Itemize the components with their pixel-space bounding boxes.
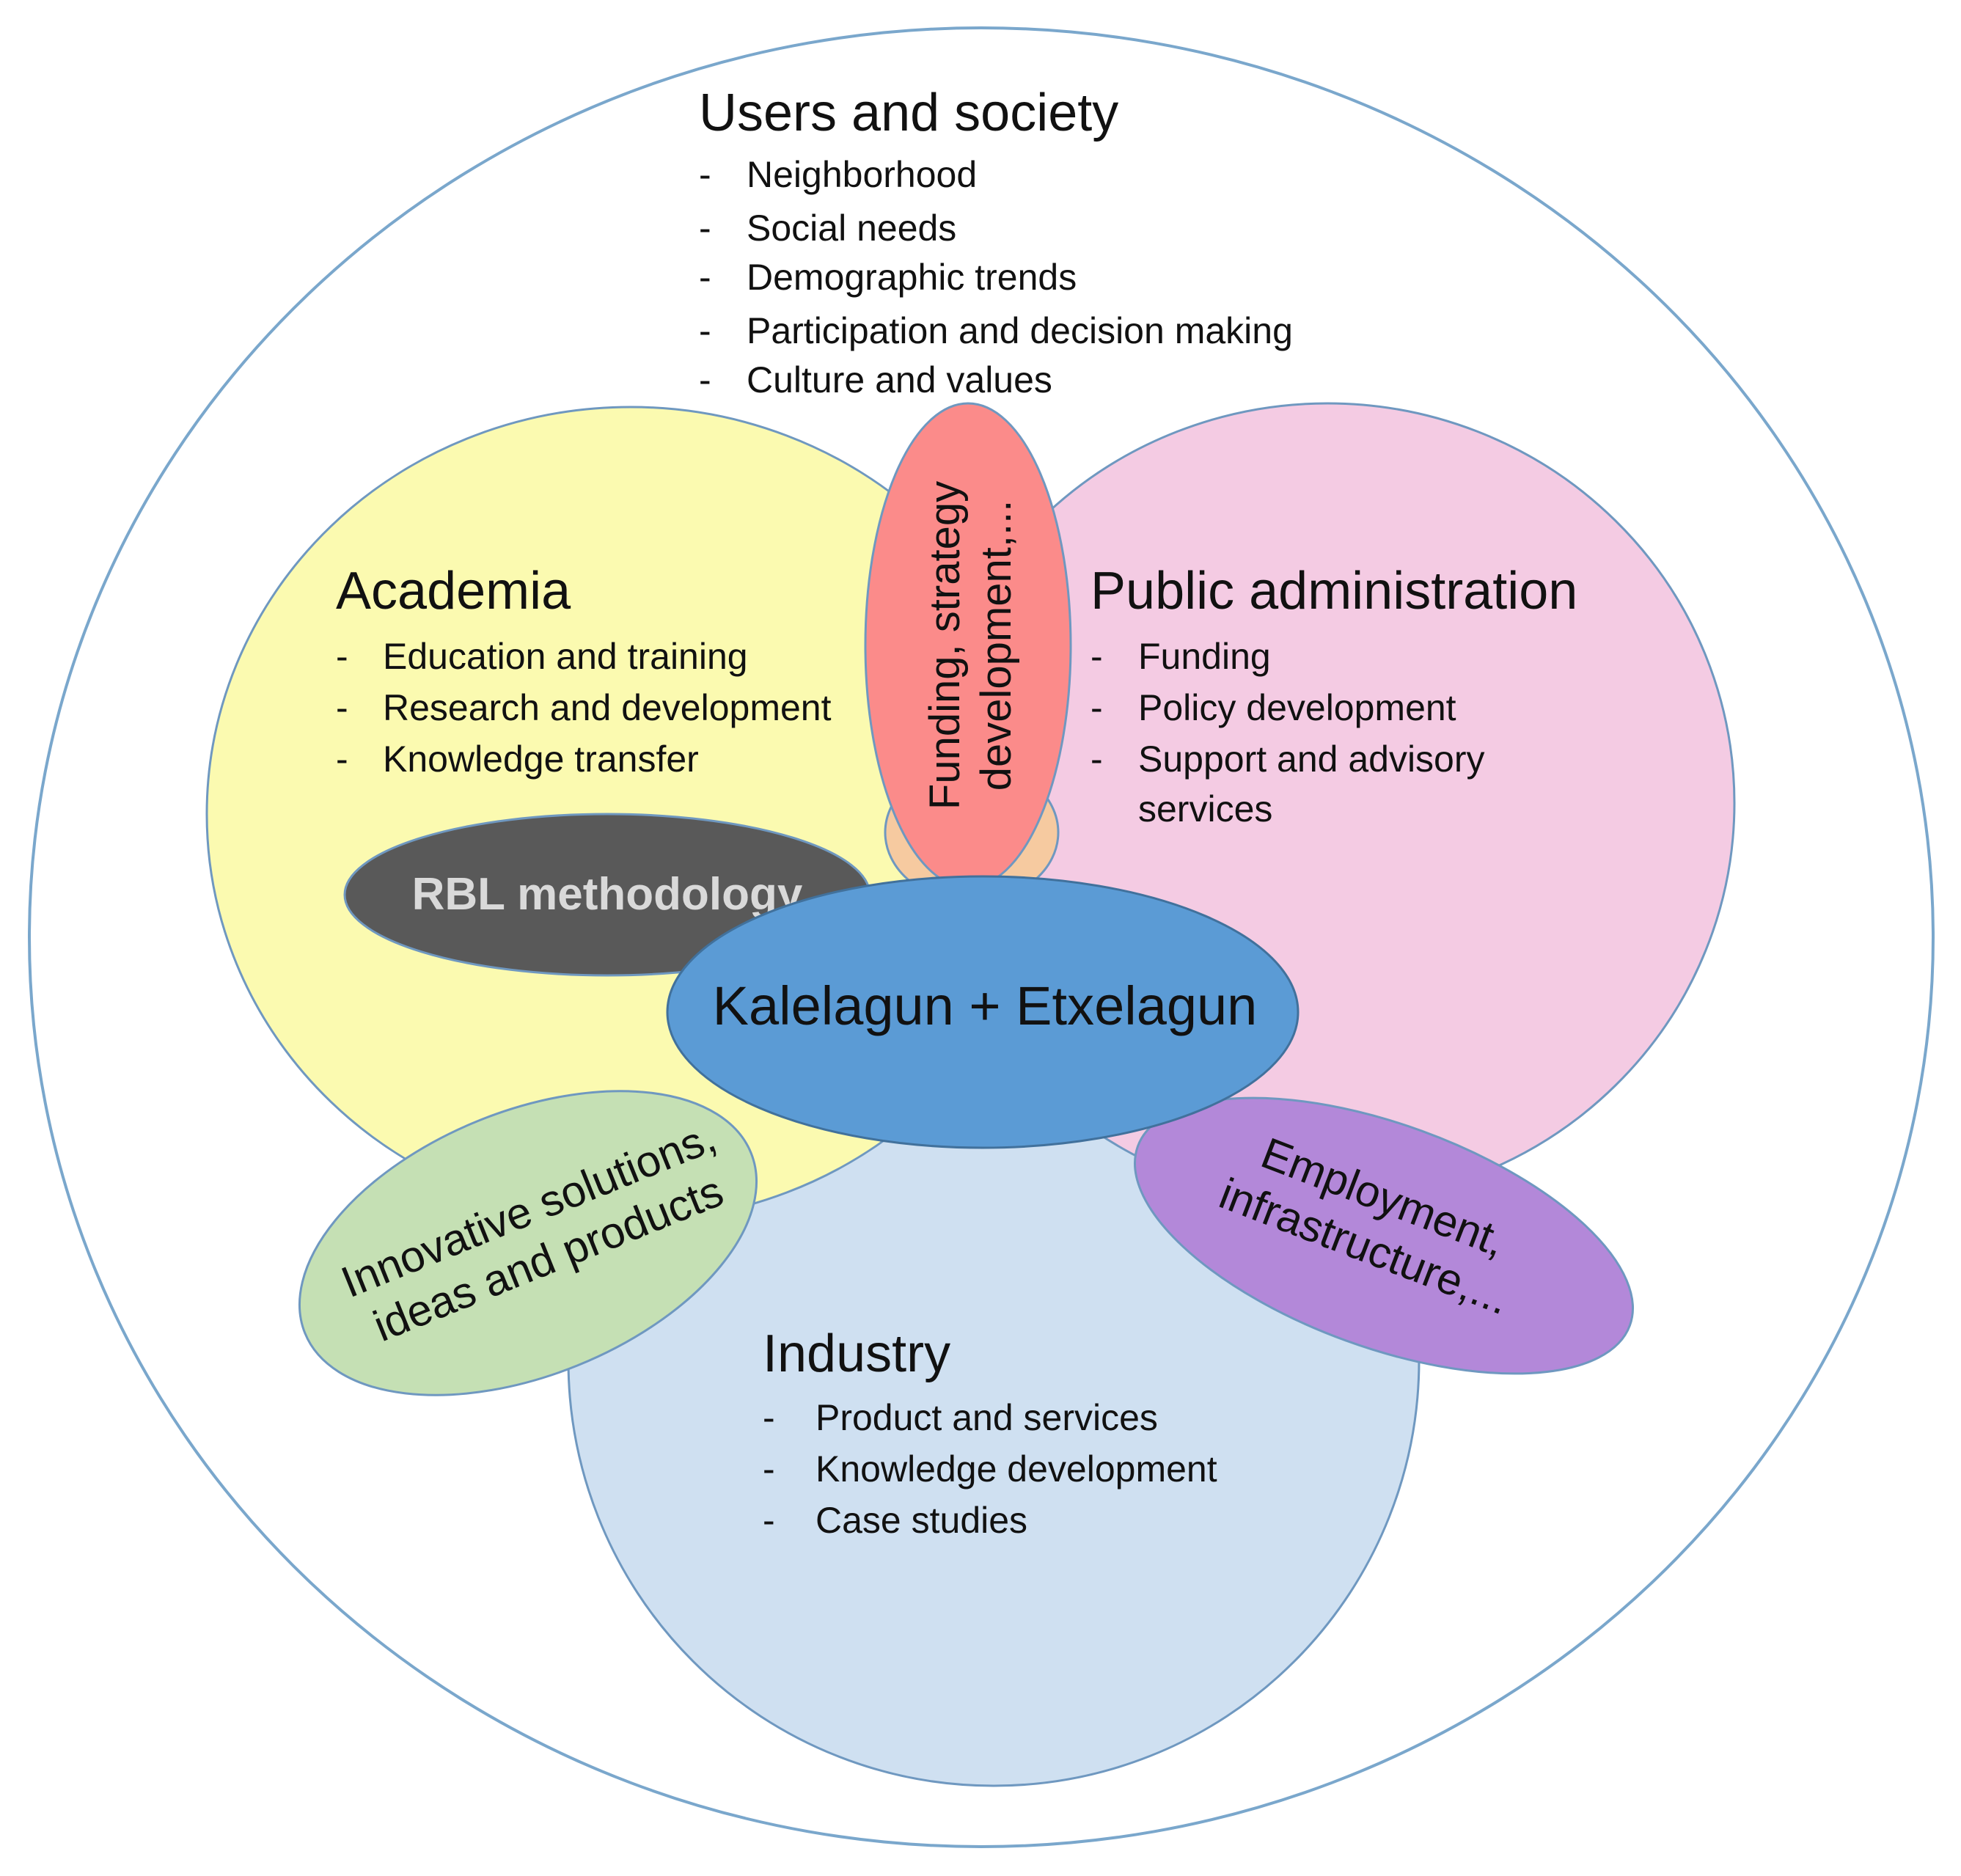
public-admin-title: Public administration	[1091, 562, 1577, 620]
list-dash: -	[699, 154, 711, 195]
list-dash: -	[699, 257, 711, 298]
list-dash: -	[336, 636, 348, 677]
employment-ellipse	[1134, 1096, 1634, 1375]
list-dash: -	[1091, 636, 1103, 677]
list-dash: -	[1091, 687, 1103, 728]
academia-item: Research and development	[383, 687, 832, 728]
users-society-list: - Neighborhood - Social needs - Demograp…	[699, 154, 1293, 400]
rbl-methodology-label: RBL methodology	[412, 869, 803, 920]
funding-strategy-label: Funding, strategy development,...	[921, 481, 1020, 810]
innovative-ellipse	[298, 1090, 758, 1396]
users-society-item: Social needs	[747, 208, 956, 249]
academia-title: Academia	[336, 562, 571, 620]
public-admin-list: - Funding - Policy development - Support…	[1091, 636, 1485, 829]
academia-item: Knowledge transfer	[383, 739, 699, 780]
list-dash: -	[699, 208, 711, 249]
public-admin-item: Policy development	[1138, 687, 1456, 728]
users-society-title: Users and society	[699, 84, 1118, 142]
list-dash: -	[763, 1448, 775, 1490]
list-dash: -	[1091, 739, 1103, 780]
academia-list: - Education and training - Research and …	[336, 636, 832, 780]
users-society-item: Participation and decision making	[747, 310, 1293, 351]
public-admin-item: Funding	[1138, 636, 1271, 677]
list-dash: -	[336, 687, 348, 728]
public-admin-item: Support and advisory	[1138, 739, 1485, 780]
list-dash: -	[763, 1500, 775, 1541]
public-admin-item: services	[1138, 788, 1272, 829]
list-dash: -	[699, 359, 711, 400]
list-dash: -	[699, 310, 711, 351]
funding-strategy-line2: development,...	[972, 500, 1020, 791]
industry-item: Case studies	[815, 1500, 1027, 1541]
core-label: Kalelagun + Etxelagun	[713, 975, 1258, 1036]
users-society-item: Demographic trends	[747, 257, 1077, 298]
academia-item: Education and training	[383, 636, 748, 677]
industry-item: Knowledge development	[815, 1448, 1217, 1490]
industry-title: Industry	[763, 1324, 950, 1383]
users-society-item: Neighborhood	[747, 154, 977, 195]
funding-strategy-line1: Funding, strategy	[921, 481, 969, 810]
list-dash: -	[763, 1397, 775, 1438]
users-society-item: Culture and values	[747, 359, 1052, 400]
list-dash: -	[336, 739, 348, 780]
core-ellipse	[666, 875, 1300, 1149]
industry-item: Product and services	[815, 1397, 1158, 1438]
industry-list: - Product and services - Knowledge devel…	[763, 1397, 1217, 1541]
